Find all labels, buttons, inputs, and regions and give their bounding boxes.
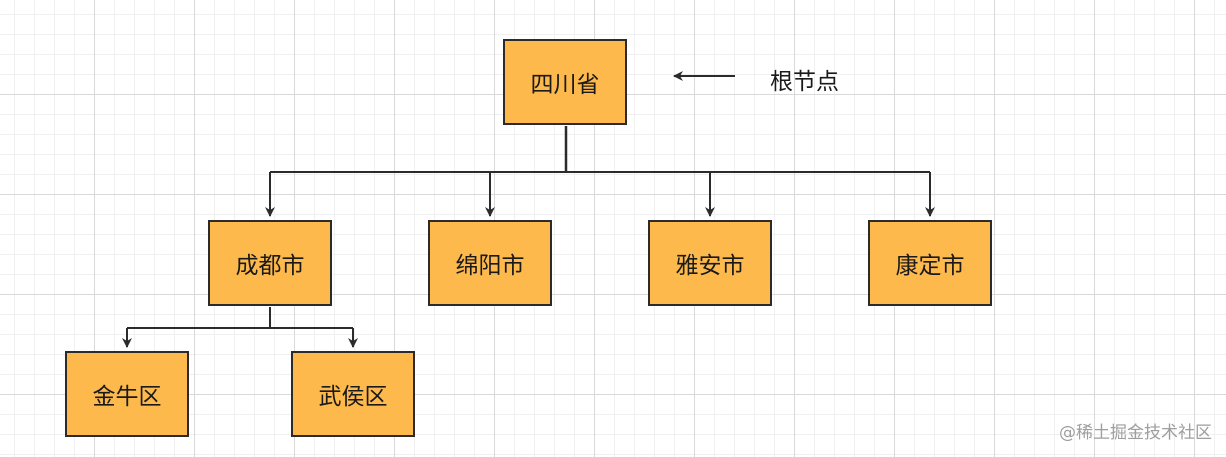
node-root: 四川省: [503, 39, 627, 125]
node-city-chengdu: 成都市: [208, 220, 332, 306]
node-city-kangding: 康定市: [868, 220, 992, 306]
node-district-label: 武侯区: [318, 384, 388, 410]
node-root-label: 四川省: [530, 72, 600, 98]
root-note: 根节点: [770, 69, 839, 95]
node-city-label: 雅安市: [675, 253, 745, 279]
node-city-label: 成都市: [235, 253, 305, 279]
node-city-label: 康定市: [895, 253, 965, 279]
watermark: @稀土掘金技术社区: [1059, 423, 1212, 443]
node-city-yaan: 雅安市: [648, 220, 772, 306]
node-district-label: 金牛区: [92, 384, 162, 410]
node-city-mianyang: 绵阳市: [428, 220, 552, 306]
node-city-label: 绵阳市: [455, 253, 525, 279]
node-district-jinniu: 金牛区: [65, 351, 189, 437]
node-district-wuhou: 武侯区: [291, 351, 415, 437]
